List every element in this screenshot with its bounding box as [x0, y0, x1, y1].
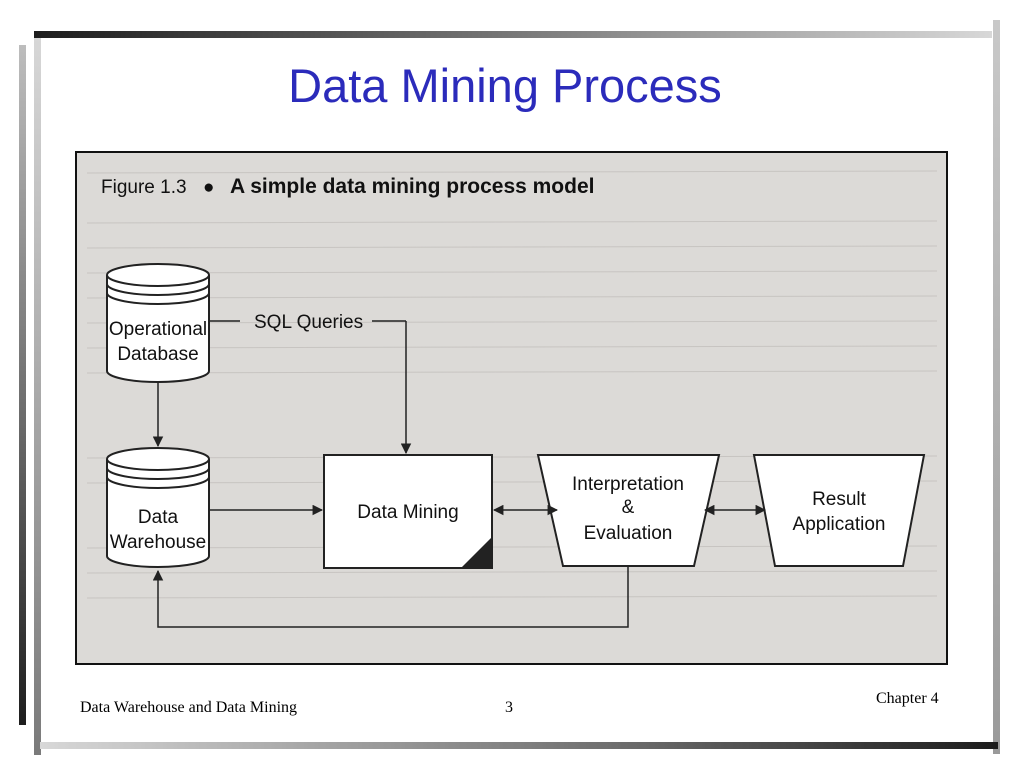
result-label-2: Application	[793, 514, 886, 535]
left-dark-bar	[19, 45, 26, 725]
diagram: Figure 1.3 ● A simple data mining proces…	[86, 170, 938, 628]
data-mining-label: Data Mining	[357, 502, 458, 523]
operational-database-label-1: Operational	[109, 319, 207, 340]
data-mining-corner	[461, 537, 492, 568]
data-warehouse-node	[106, 447, 210, 568]
top-bar	[34, 31, 992, 38]
slide-title: Data Mining Process	[288, 59, 722, 112]
operational-database-label-2: Database	[117, 344, 198, 365]
sql-queries-label: SQL Queries	[254, 312, 363, 333]
caption-title: A simple data mining process model	[230, 175, 594, 198]
footer-page-number: 3	[505, 699, 513, 716]
interpretation-label-1: Interpretation	[572, 474, 684, 495]
result-label-1: Result	[812, 489, 867, 510]
right-bar	[993, 20, 1000, 754]
interpretation-evaluation-node	[536, 454, 721, 567]
interpretation-label-2: &	[622, 497, 635, 518]
operational-database-node	[106, 263, 210, 383]
data-warehouse-label-1: Data	[138, 507, 179, 528]
data-mining-node	[323, 454, 493, 569]
figure-image: Figure 1.3 ● A simple data mining proces…	[75, 151, 948, 665]
interpretation-label-3: Evaluation	[584, 523, 673, 544]
left-light-bar	[34, 31, 41, 755]
edge-feedback-loop	[152, 566, 629, 628]
caption-label: Figure 1.3	[101, 177, 187, 198]
data-warehouse-label-2: Warehouse	[110, 532, 206, 553]
bottom-bar	[40, 742, 998, 749]
footer-chapter: Chapter 4	[876, 690, 939, 707]
result-application-node	[752, 454, 926, 567]
caption-bullet: ●	[203, 177, 214, 198]
footer-course-title: Data Warehouse and Data Mining	[80, 699, 298, 716]
